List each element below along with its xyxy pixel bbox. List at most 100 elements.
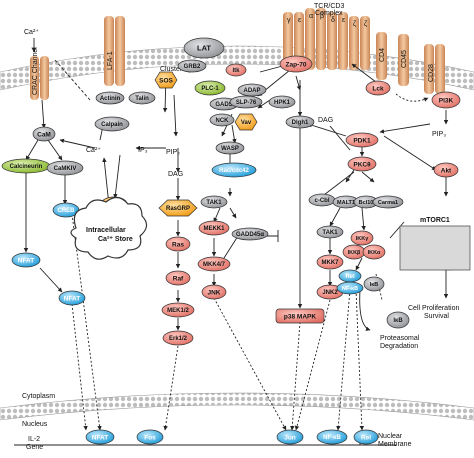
node-pi3k: PI3K xyxy=(431,91,461,109)
node-label-ikka: IKKα xyxy=(368,250,381,256)
tcr-complex-label-2: Complex xyxy=(315,10,343,17)
node-label-dlgh1: Dlgh1 xyxy=(292,120,309,126)
crac-channel: CRAC Channel xyxy=(30,47,49,100)
node-sos: SOS xyxy=(154,71,178,89)
node-nfkb-mid: NF-κB xyxy=(336,281,364,295)
nuclear-membrane-label-1: Nuclear xyxy=(378,433,403,440)
store-label-2: Ca²⁺ Store xyxy=(98,236,133,243)
node-shape-akt xyxy=(433,162,459,178)
nuclear-membrane xyxy=(0,392,474,421)
node-lat: LAT xyxy=(183,37,225,59)
node-adap: ADAP xyxy=(237,83,267,97)
node-label-jnk-a: JNK xyxy=(207,289,220,296)
node-hpk1: HPK1 xyxy=(268,95,296,109)
node-ikkb: IKKβ xyxy=(342,244,366,260)
node-shape-rac xyxy=(211,162,257,178)
node-mekk1: MEKK1 xyxy=(198,220,230,236)
node-label-rac: Rac/cdc42 xyxy=(219,168,249,174)
mtorc1-complex: mTORC1 xyxy=(399,217,471,271)
node-shape-ikka xyxy=(362,244,386,260)
node-shape-pkc xyxy=(347,156,377,172)
node-gadd45: GADD45α xyxy=(231,227,269,241)
node-shape-nfkb-mid xyxy=(336,281,364,295)
node-shape-calpain xyxy=(94,116,130,132)
node-itk: Itk xyxy=(225,63,247,77)
node-nfkb: NF-κB xyxy=(316,429,348,445)
node-shape-mkk47 xyxy=(197,256,231,272)
node-shape-pi3k xyxy=(431,91,461,109)
node-label-ikb-low: IκB xyxy=(393,318,403,324)
node-label-ikkb: IKKβ xyxy=(348,250,361,256)
node-label-calpain: Calpain xyxy=(101,122,123,128)
tcr-cd3-complex: γ ε α β δ ε ζ ζ xyxy=(283,8,370,70)
node-label-pdk1: PDK1 xyxy=(353,137,371,144)
node-label-lck: Lck xyxy=(372,85,384,92)
node-shape-talin xyxy=(128,91,156,105)
node-shape-fos xyxy=(136,429,164,445)
tcr-chain-delta: δ xyxy=(331,17,335,24)
store-label-1: Intracellular xyxy=(86,227,126,234)
node-label-nfat: NFAT xyxy=(92,434,109,441)
node-shape-p38 xyxy=(275,308,325,324)
node-label-slp76: SLP-76 xyxy=(236,100,257,106)
node-label-mkk47: MKK4/7 xyxy=(203,262,226,268)
cd4-receptor: CD4 xyxy=(376,32,387,80)
node-shape-mekk1 xyxy=(198,220,230,236)
node-shape-lat xyxy=(183,37,225,59)
node-jun: Jun xyxy=(276,429,304,445)
lfa1-receptor: LFA-1 xyxy=(104,16,125,86)
node-shape-tak1-a xyxy=(200,195,228,209)
node-carma1: Carma1 xyxy=(372,195,404,209)
node-rasgrp: RasGRP xyxy=(158,199,198,217)
node-rac: Rac/cdc42 xyxy=(211,162,257,178)
nucleus-label: Nucleus xyxy=(22,421,48,428)
dag-left-label: DAG xyxy=(168,171,183,178)
node-slp76: SLP-76 xyxy=(229,95,263,109)
dag-right-label: DAG xyxy=(318,117,333,124)
node-label-mekk1: MEKK1 xyxy=(203,226,225,232)
node-label-vav: Vav xyxy=(241,120,252,126)
node-shape-nfat-mid xyxy=(58,290,86,306)
node-label-nfat-left: NFAT xyxy=(18,257,35,264)
node-shape-erk12 xyxy=(162,330,194,346)
clustering-label: Clustering xyxy=(160,66,192,73)
tcr-chain-zeta-2: ζ xyxy=(364,21,367,28)
node-shape-plc1 xyxy=(194,80,226,96)
node-dlgh1: Dlgh1 xyxy=(285,115,315,129)
tcr-complex-label-1: TCR/CD3 xyxy=(314,3,344,10)
tcr-chain-zeta-1: ζ xyxy=(353,21,356,28)
node-label-mkk7: MKK7 xyxy=(321,260,339,266)
node-label-gads: GADS xyxy=(215,102,232,108)
cd28-label: CD28 xyxy=(428,64,435,82)
tcr-chain-beta: β xyxy=(320,13,324,20)
node-shape-cam xyxy=(32,126,56,142)
node-zap70: Zap-70 xyxy=(279,55,313,73)
node-label-ikb-mid: IκB xyxy=(370,282,379,288)
node-shape-ikb-mid xyxy=(363,276,385,292)
node-rel-mid: Rel xyxy=(338,269,362,283)
node-shape-jun xyxy=(276,429,304,445)
node-shape-tak1-b xyxy=(316,225,344,239)
node-label-ccbl: c-Cbl xyxy=(315,198,330,204)
node-camkiv: CaMKIV xyxy=(46,160,84,176)
node-shape-itk xyxy=(225,63,247,77)
node-label-rel: Rel xyxy=(361,434,371,441)
cd4-label: CD4 xyxy=(379,48,386,62)
node-label-bcl10: Bcl10 xyxy=(359,200,374,206)
node-label-camkiv: CaMKIV xyxy=(54,166,77,172)
node-shape-pdk1 xyxy=(345,132,379,148)
node-label-calcineurin: Calcineurin xyxy=(10,164,43,170)
node-mkk47: MKK4/7 xyxy=(197,256,231,272)
node-vav: Vav xyxy=(234,113,258,131)
node-label-sos: SOS xyxy=(159,77,173,84)
node-calcineurin: Calcineurin xyxy=(1,158,51,174)
node-shape-ikkg xyxy=(350,230,374,246)
node-label-wasp: WASP xyxy=(221,146,239,152)
node-label-cam: CaM xyxy=(37,131,51,138)
node-ikkg: IKKγ xyxy=(350,230,374,246)
node-tak1-b: TAK1 xyxy=(316,225,344,239)
node-label-nfat-mid: NFAT xyxy=(64,295,81,302)
node-p38: p38 MAPK xyxy=(275,308,325,324)
node-nfat-left: NFAT xyxy=(11,252,41,268)
